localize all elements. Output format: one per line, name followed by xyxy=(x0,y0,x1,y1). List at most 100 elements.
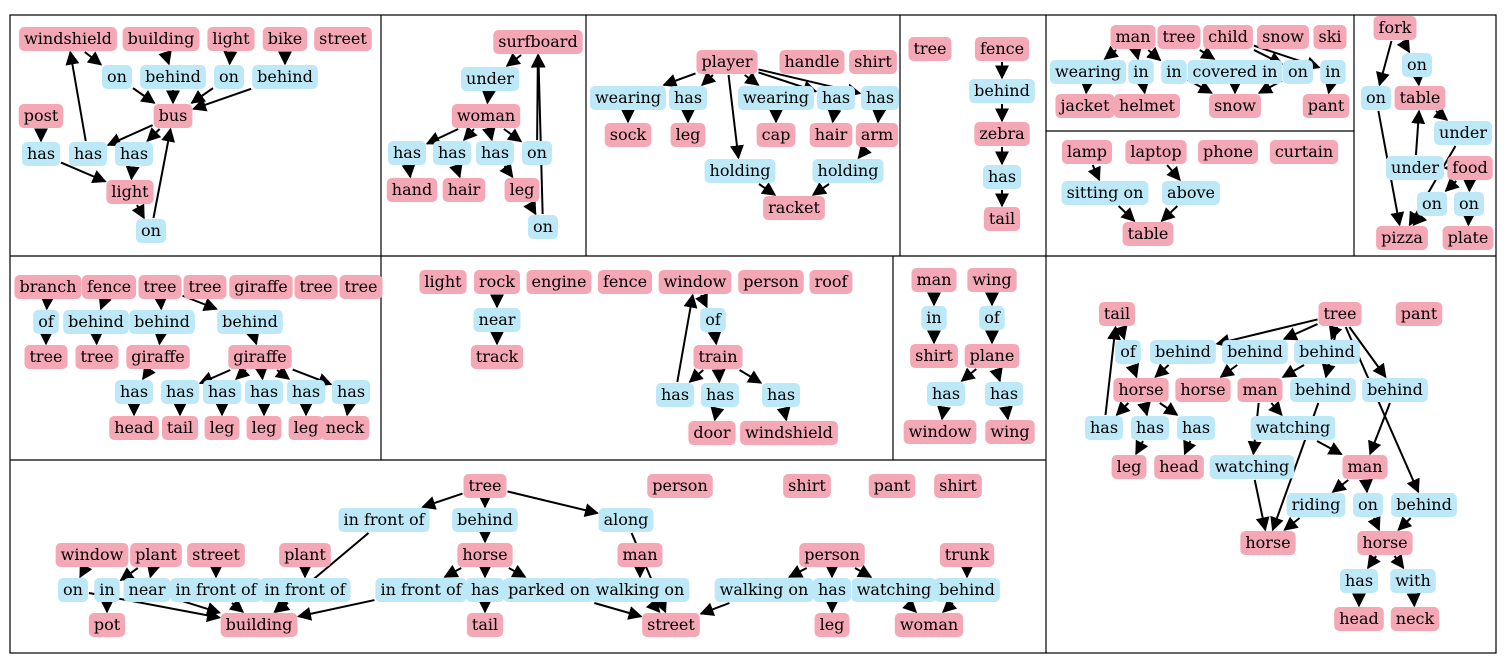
edge-arrow xyxy=(1114,324,1128,341)
node-label: under xyxy=(1439,123,1487,142)
node-label: behind xyxy=(1396,495,1452,514)
node-label: near xyxy=(479,310,516,329)
node-label: leg xyxy=(294,418,319,437)
node-box xyxy=(21,142,61,166)
node-label: phone xyxy=(1203,142,1253,161)
node-box xyxy=(68,142,108,166)
object-node-leg: leg xyxy=(288,416,324,440)
edge-arrow xyxy=(758,182,777,196)
object-node-arm: arm xyxy=(855,123,899,147)
edge-arrow xyxy=(1331,478,1349,493)
node-label: plant xyxy=(284,545,326,564)
relation-node-on: on xyxy=(214,65,244,89)
node-label: lamp xyxy=(1067,142,1107,161)
relation-node-on: on xyxy=(136,219,166,243)
edge-arrow xyxy=(190,87,214,104)
node-label: holding xyxy=(818,161,879,180)
edge-arrow xyxy=(710,406,725,422)
object-node-pant: pant xyxy=(1395,302,1443,326)
node-box xyxy=(63,310,129,334)
edge-arrow xyxy=(1283,516,1301,531)
edge-arrow xyxy=(1324,79,1339,95)
node-box xyxy=(799,543,865,567)
node-box xyxy=(1111,455,1147,479)
node-label: fence xyxy=(980,39,1024,58)
node-box xyxy=(934,474,982,498)
node-label: tree xyxy=(299,277,332,296)
edge-arrow xyxy=(707,330,722,346)
object-node-windshield: windshield xyxy=(740,421,838,445)
node-box xyxy=(24,345,68,369)
node-label: of xyxy=(1120,342,1137,361)
relation-node-behind: behind xyxy=(63,310,129,334)
node-box xyxy=(983,207,1021,231)
object-node-tree: tree xyxy=(138,275,182,299)
object-node-person: person xyxy=(799,543,865,567)
object-node-pot: pot xyxy=(88,613,126,637)
object-node-phone: phone xyxy=(1198,140,1258,164)
edge-arrow xyxy=(274,365,291,380)
edge-arrow xyxy=(711,369,726,384)
edge-arrow xyxy=(125,165,140,181)
node-label: has xyxy=(393,143,421,162)
node-label: food xyxy=(1452,158,1487,177)
relation-node-has: has xyxy=(1084,416,1124,440)
node-label: engine xyxy=(532,272,587,291)
node-box xyxy=(526,270,592,294)
edge-arrow xyxy=(1396,37,1411,54)
relation-node-has: has xyxy=(21,142,61,166)
edge-arrow xyxy=(499,162,514,179)
node-label: curtain xyxy=(1275,142,1333,161)
node-box xyxy=(849,50,897,74)
node-label: has xyxy=(767,385,795,404)
node-label: man xyxy=(1347,457,1382,476)
object-node-fence: fence xyxy=(81,275,137,299)
node-label: behind xyxy=(1227,342,1283,361)
node-label: horse xyxy=(1180,380,1225,399)
node-label: head xyxy=(1159,457,1199,476)
relation-node-behind: behind xyxy=(1391,493,1457,517)
node-label: shirt xyxy=(788,476,826,495)
relation-node-has: has xyxy=(1176,416,1216,440)
node-label: jacket xyxy=(1058,96,1110,115)
node-label: light xyxy=(424,272,462,291)
node-box xyxy=(668,86,708,110)
relation-node-has: has xyxy=(475,141,515,165)
node-box xyxy=(1257,25,1309,49)
node-label: shirt xyxy=(915,346,953,365)
edge-arrow xyxy=(1281,364,1305,378)
node-label: pot xyxy=(94,615,121,634)
edge-arrow xyxy=(507,490,599,517)
node-box xyxy=(1240,531,1296,555)
node-box xyxy=(102,65,132,89)
edge-arrow xyxy=(1316,440,1343,456)
node-label: has xyxy=(932,384,960,403)
object-node-cap: cap xyxy=(756,123,796,147)
object-node-plant: plant xyxy=(279,543,331,567)
node-label: leg xyxy=(252,418,277,437)
node-box xyxy=(1318,302,1362,326)
edge-arrow xyxy=(788,565,808,578)
node-label: tree xyxy=(1162,27,1195,46)
node-label: light xyxy=(111,182,149,201)
node-box xyxy=(779,50,845,74)
object-node-building: building xyxy=(220,613,298,637)
relation-node-in-front-of: in front of xyxy=(338,508,430,532)
node-box xyxy=(94,578,120,602)
node-box xyxy=(1386,156,1444,180)
node-box xyxy=(522,141,552,165)
edge-arrow xyxy=(999,405,1013,421)
node-label: tree xyxy=(344,277,377,296)
edge-arrow xyxy=(60,161,107,183)
node-label: above xyxy=(1167,183,1215,202)
object-node-tail: tail xyxy=(161,416,199,440)
relation-node-on: on xyxy=(58,578,88,602)
node-box xyxy=(704,159,776,183)
node-label: leg xyxy=(676,125,701,144)
object-node-shirt: shirt xyxy=(849,50,897,74)
node-label: behind xyxy=(222,312,278,331)
node-box xyxy=(1361,86,1391,110)
node-box xyxy=(756,123,796,147)
edge-arrow xyxy=(84,51,103,66)
node-box xyxy=(1049,60,1127,84)
